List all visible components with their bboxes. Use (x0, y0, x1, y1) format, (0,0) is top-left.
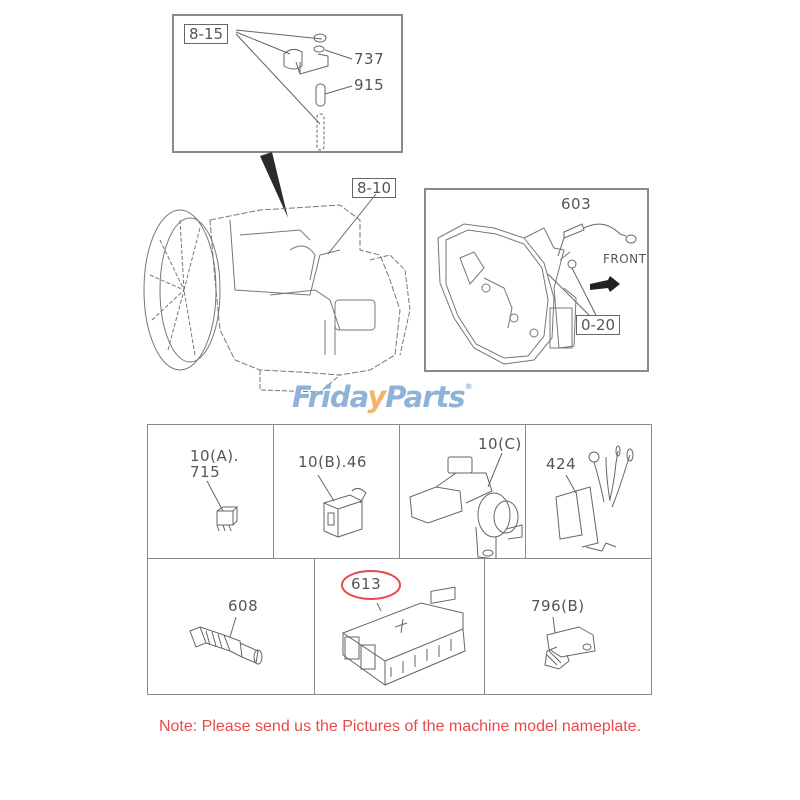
brand-text-2: Parts (385, 380, 465, 414)
front-direction-label: FRONT (603, 252, 647, 266)
part-cell-613[interactable]: 613 (314, 558, 486, 695)
zoom-pointer (260, 152, 288, 218)
ecu-module-icon (341, 586, 466, 686)
flywheel-housing-drawing (437, 223, 637, 365)
engine-illustration (143, 204, 411, 393)
relay-bracket-icon (317, 474, 367, 538)
part-cell-10b-46[interactable]: 10(B).46 (273, 424, 401, 560)
highlight-circle (341, 570, 401, 600)
brand-text-1: Frida (292, 380, 368, 414)
ref-tag-8-15[interactable]: 8-15 (184, 24, 229, 44)
ref-tag-0-20[interactable]: 0-20 (576, 315, 621, 335)
part-label-line1: 608 (228, 597, 259, 615)
brand-check-y: y (367, 380, 386, 414)
part-number-603: 603 (561, 195, 592, 213)
temperature-sensor-icon (189, 616, 263, 665)
pressure-sensor-icon (544, 616, 596, 670)
brand-watermark: FridayParts® (292, 380, 473, 414)
small-relay-icon (206, 480, 239, 532)
nameplate-note: Note: Please send us the Pictures of the… (158, 718, 642, 735)
part-label-line1: 10(C) (478, 435, 522, 453)
ref-tag-8-10[interactable]: 8-10 (352, 178, 397, 198)
harness-module-icon (555, 445, 634, 552)
engine-leader (327, 193, 377, 255)
top-inset-drawing (235, 29, 353, 151)
part-cell-424[interactable]: 424 (525, 424, 652, 560)
part-cell-10c[interactable]: 10(C) (399, 424, 527, 560)
callout-737: 737 (354, 50, 385, 68)
part-label-line1: 10(B).46 (298, 453, 367, 471)
part-cell-10a-715[interactable]: 10(A). 715 (147, 424, 275, 560)
part-label-line1: 10(A). (190, 447, 239, 465)
solenoid-bracket-icon (409, 452, 523, 560)
registered-mark: ® (464, 382, 473, 391)
part-cell-608[interactable]: 608 (147, 558, 316, 695)
part-label-line1: 424 (546, 455, 577, 473)
part-cell-796b[interactable]: 796(B) (484, 558, 652, 695)
callout-915: 915 (354, 76, 385, 94)
part-label-line1: 613 (351, 575, 382, 593)
part-label-line1: 796(B) (531, 597, 585, 615)
part-label-line2: 715 (190, 463, 221, 481)
